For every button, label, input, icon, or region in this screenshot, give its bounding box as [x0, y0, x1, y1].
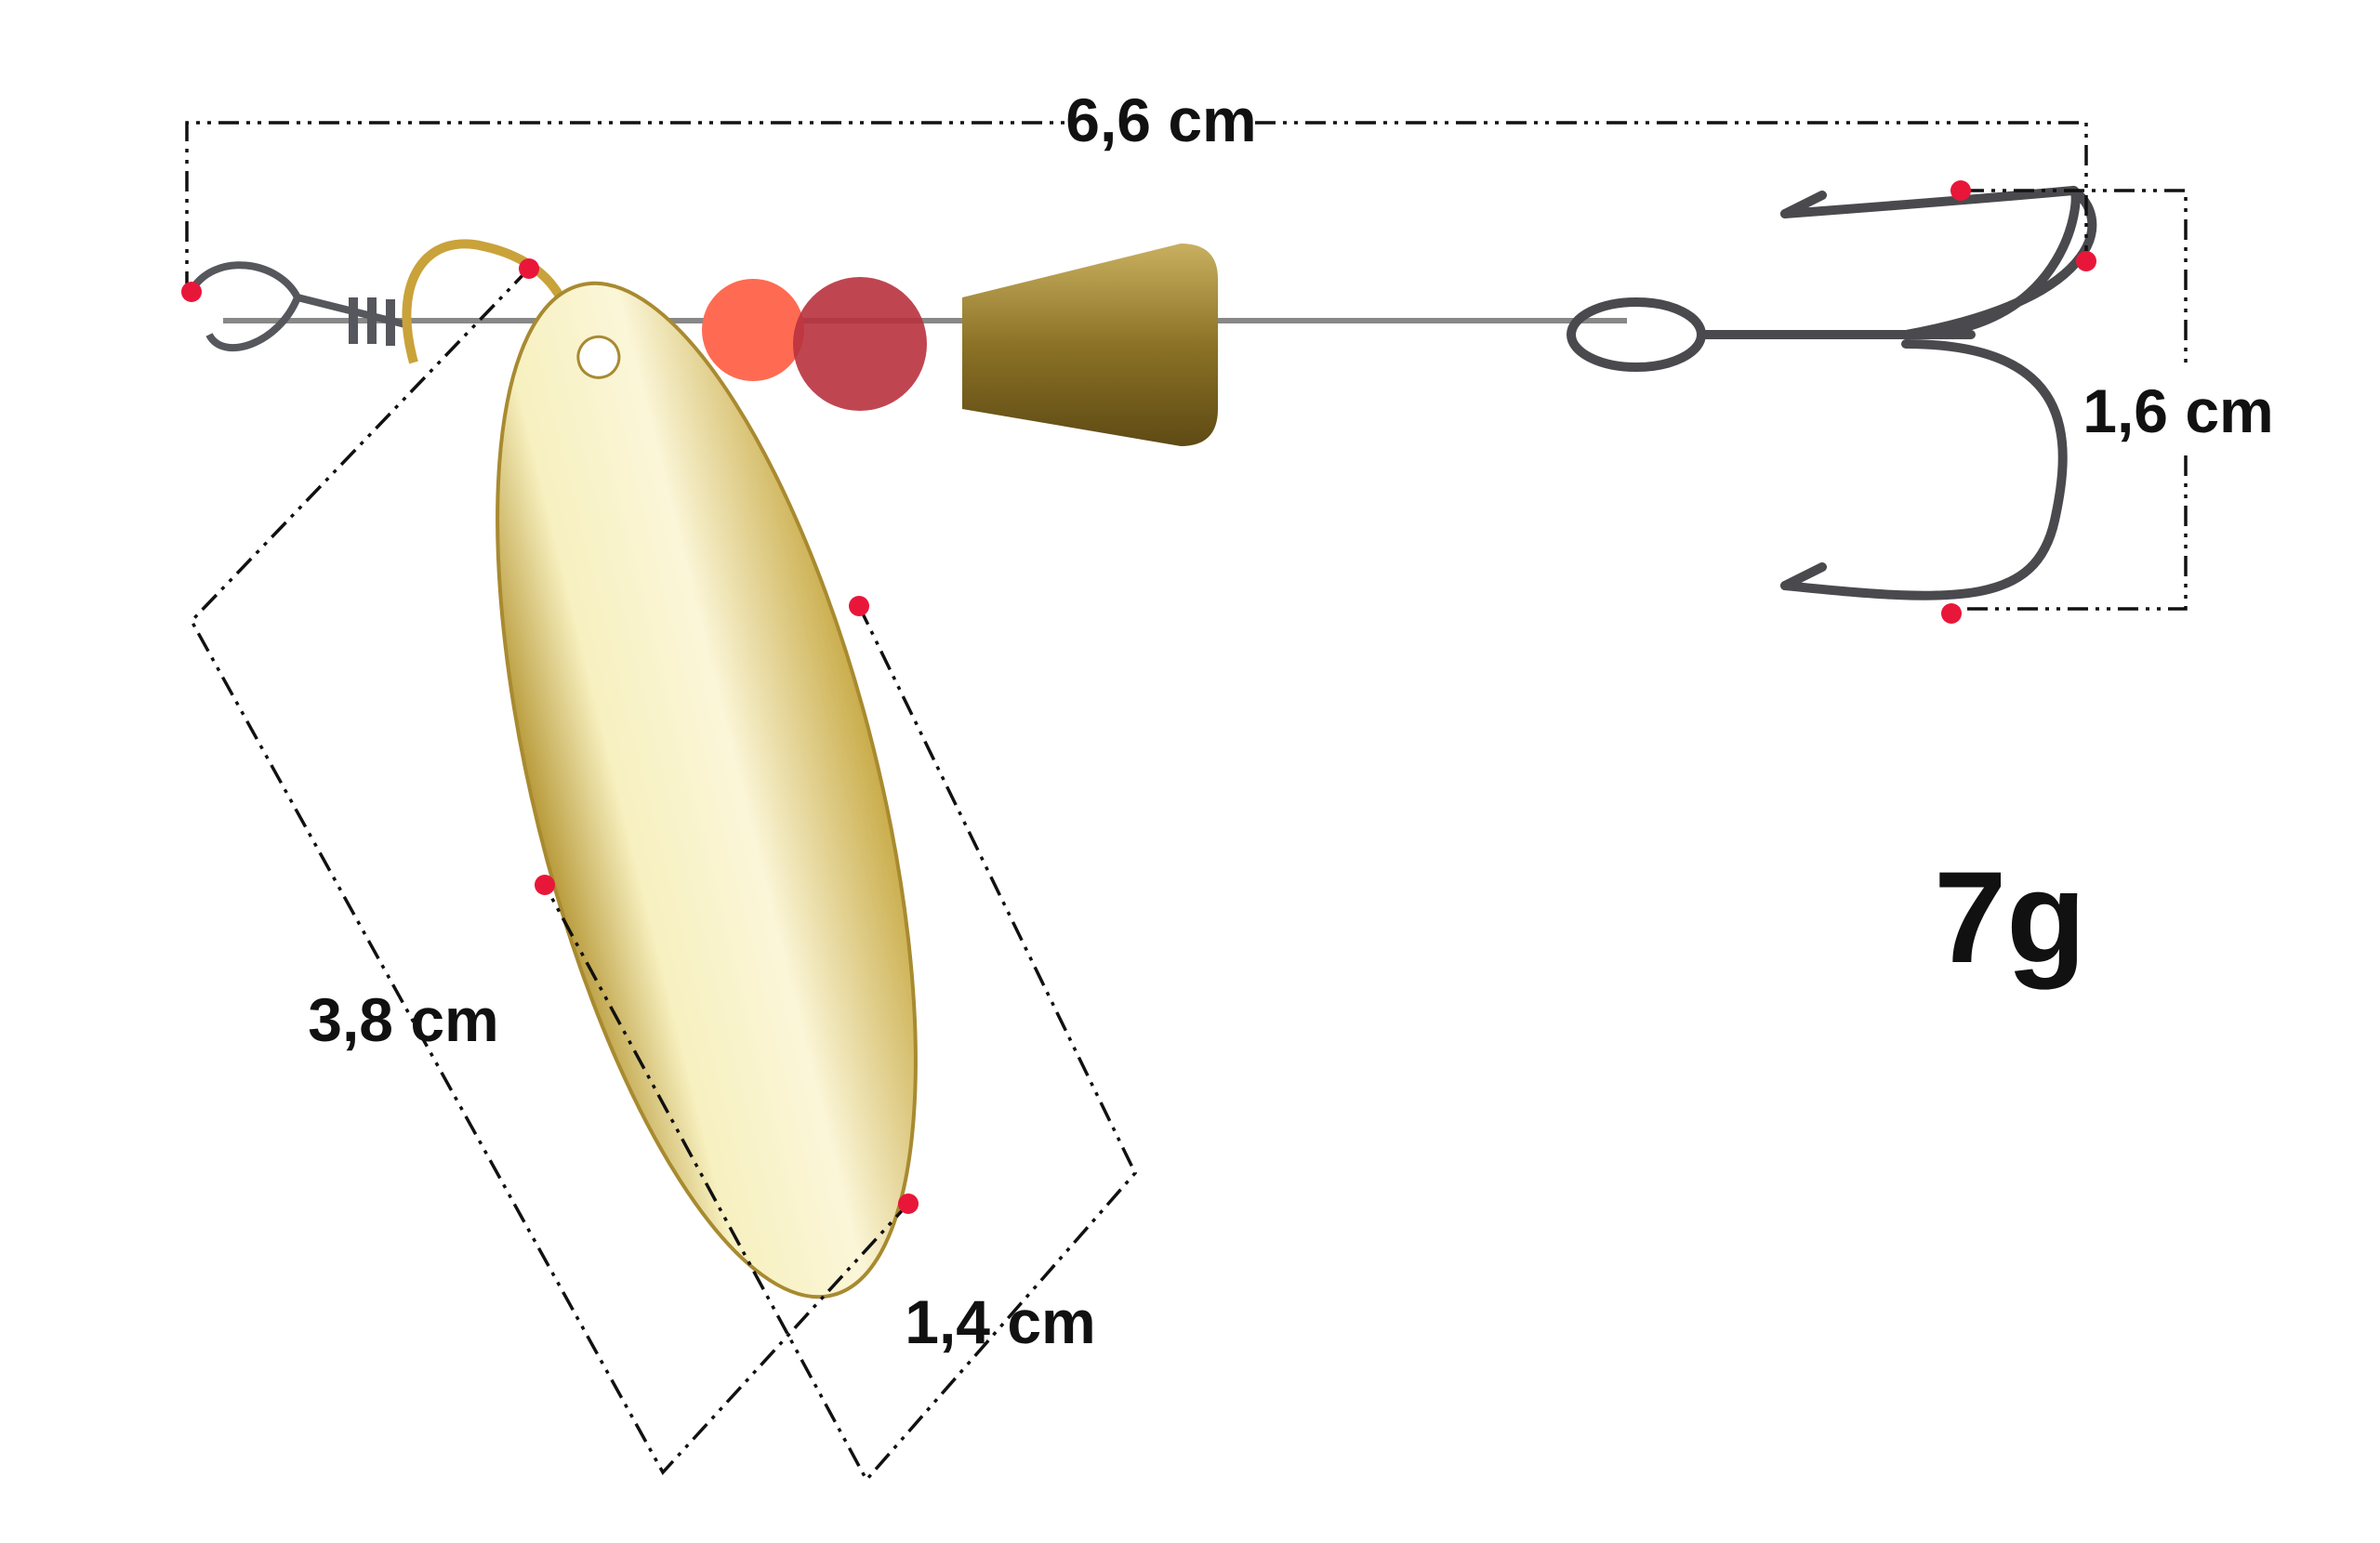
orange-bead — [702, 279, 804, 381]
treble-hook-icon — [1567, 185, 2097, 600]
swivel-icon — [187, 261, 410, 352]
dimension-lines — [185, 121, 2188, 1484]
total-length-label: 6,6 cm — [1065, 86, 1256, 154]
weight-label: 7g — [1934, 844, 2085, 990]
blade-width-label: 1,4 cm — [905, 1287, 1095, 1356]
brass-body — [962, 244, 1218, 446]
blade-length-label: 3,8 cm — [308, 985, 498, 1054]
blade — [496, 281, 918, 1299]
red-bead — [793, 277, 927, 411]
measurement-markers — [181, 180, 2096, 1214]
hook-height-label: 1,6 cm — [2082, 376, 2273, 445]
